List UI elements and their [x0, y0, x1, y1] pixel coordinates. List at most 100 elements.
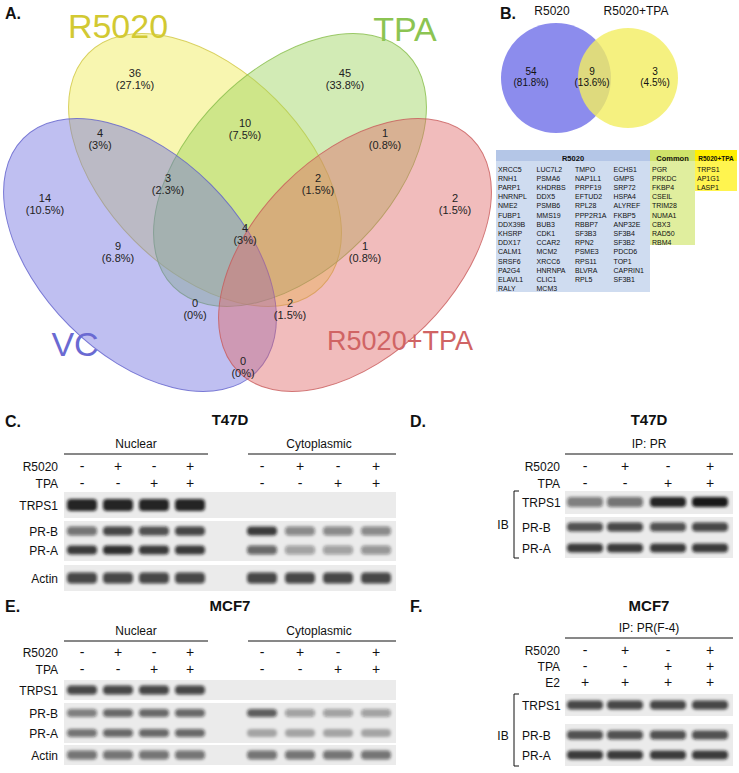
treatment-sign: + [186, 459, 194, 474]
blot-strip [64, 745, 396, 765]
gene-name: NUMA1 [652, 212, 677, 220]
blot-strip [64, 703, 396, 743]
table-header: R5020 [562, 155, 584, 163]
gene-name: SRSF6 [498, 258, 521, 266]
region-count: 0 (0%) [183, 297, 206, 321]
gene-name: MMS19 [537, 212, 561, 220]
blot-label: PR-A [522, 750, 551, 763]
western-band [247, 751, 277, 760]
cell-line-title: MCF7 [629, 598, 670, 615]
gene-name: CDK1 [537, 230, 556, 238]
region-count: 3 (2.3%) [152, 172, 184, 196]
gene-name: BLVRA [575, 267, 597, 275]
region-count: 9 (6.8%) [102, 240, 134, 264]
treatment-sign: + [581, 675, 589, 690]
blot-strip [64, 492, 396, 518]
cell-line-title: T47D [212, 412, 249, 429]
treatment-sign: + [706, 675, 714, 690]
gene-name: HNRNPA [537, 267, 566, 275]
gene-name: RPL5 [575, 276, 593, 284]
treatment-sign: - [152, 459, 157, 474]
western-band [285, 573, 315, 584]
gene-name: PPP2R1A [575, 212, 607, 220]
treatment-sign: + [664, 476, 672, 491]
gene-name: FKBP5 [614, 212, 636, 220]
western-band [361, 527, 391, 536]
panel-letter: A. [5, 5, 21, 23]
treatment-sign: + [372, 459, 380, 474]
western-band [103, 499, 133, 511]
panel-letter: C. [5, 413, 21, 431]
blot-label: PR-A [522, 543, 551, 556]
gene-name: KHDRBS [537, 184, 566, 192]
western-band [67, 546, 97, 555]
gene-name: PSMB6 [537, 202, 561, 210]
western-band [285, 546, 315, 555]
western-band [692, 544, 728, 553]
western-band [361, 573, 391, 584]
treatment-label: TPA [36, 478, 58, 491]
western-band [175, 751, 205, 760]
gene-name: CSEIL [652, 193, 672, 201]
treatment-sign: + [621, 675, 629, 690]
gene-name: TOP1 [614, 258, 632, 266]
western-band [103, 751, 133, 760]
region-count: 3 (4.5%) [640, 66, 669, 88]
panel-letter: F. [410, 598, 422, 616]
gene-name: AP1G1 [697, 175, 720, 183]
set-ellipse [168, 68, 495, 410]
gene-name: PARP1 [498, 184, 520, 192]
gene-name: PDCD6 [614, 248, 638, 256]
western-band [139, 527, 169, 536]
fraction-label: Nuclear [115, 438, 156, 451]
ib-bracket [514, 694, 519, 766]
set-circle [501, 23, 611, 133]
gene-name: RBBP7 [575, 221, 598, 229]
blot-strip [64, 521, 396, 561]
western-band [567, 731, 603, 740]
blot-strip [64, 680, 396, 700]
western-band [247, 573, 277, 584]
gene-name: RAD50 [652, 230, 675, 238]
gene-name: ECHS1 [614, 166, 637, 174]
gene-name: EFTUD2 [575, 193, 602, 201]
treatment-sign: - [116, 662, 121, 677]
treatment-label: TPA [538, 661, 560, 674]
treatment-sign: - [336, 645, 341, 660]
region-count: 45 (33.8%) [326, 67, 365, 91]
western-band [650, 497, 686, 507]
western-band [607, 523, 643, 532]
gene-name: PSME3 [575, 248, 599, 256]
table-header: R5020+TPA [698, 155, 733, 162]
western-band [139, 729, 169, 737]
treatment-label: TPA [36, 664, 58, 677]
cell-line-title: T47D [631, 412, 668, 429]
gene-name: SF3B1 [614, 276, 635, 284]
gene-name: SF3B3 [575, 230, 596, 238]
western-band [285, 729, 315, 737]
set-name: R5020 [68, 8, 168, 45]
treatment-sign: - [80, 476, 85, 491]
region-count: 4 (3%) [233, 222, 256, 246]
treatment-sign: - [298, 662, 303, 677]
treatment-label: TPA [538, 478, 560, 491]
panel-letter: D. [410, 413, 426, 431]
treatment-sign: - [260, 459, 265, 474]
treatment-sign: - [583, 459, 588, 474]
group-underline [64, 454, 208, 455]
set-name: TPA [373, 11, 437, 48]
western-band [67, 751, 97, 760]
western-band [361, 709, 391, 717]
western-band [361, 751, 391, 760]
western-band [139, 499, 169, 511]
treatment-sign: - [666, 643, 671, 658]
treatment-sign: - [583, 659, 588, 674]
western-band [692, 701, 728, 710]
gene-name: RPN2 [575, 239, 594, 247]
gene-name: CCAR2 [537, 239, 561, 247]
western-band [247, 546, 277, 555]
blot-label: PR-A [29, 545, 58, 558]
gene-name: NME2 [498, 202, 517, 210]
western-band [103, 709, 133, 717]
western-band [567, 751, 603, 760]
